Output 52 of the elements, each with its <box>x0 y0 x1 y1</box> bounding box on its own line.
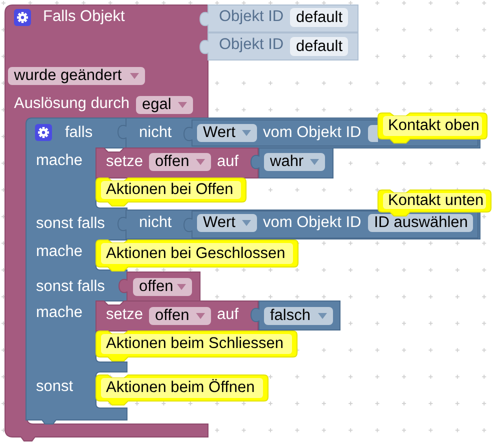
text-input: default <box>290 37 348 56</box>
set-variable-block <box>96 148 258 178</box>
block-label: setze <box>106 306 144 324</box>
boolean-block <box>251 301 340 330</box>
comment-field: Aktionen bei Geschlossen <box>101 243 293 264</box>
object-id-field <box>368 125 378 142</box>
dropdown: wurde geändert <box>8 67 145 85</box>
comment-field: Aktionen bei Offen <box>101 181 241 199</box>
dropdown: offen <box>149 153 211 171</box>
object-id-block <box>200 5 358 32</box>
dropdown: wahr <box>264 153 325 171</box>
dropdown: offen <box>133 278 192 296</box>
object-id-block <box>200 33 358 60</box>
boolean-block <box>251 148 333 178</box>
block-label: mache <box>36 304 83 322</box>
block-label: auf <box>217 306 239 324</box>
block-label: setze <box>106 153 144 171</box>
block-label: nicht <box>139 124 172 142</box>
block-label: sonst <box>36 378 74 396</box>
comment-block <box>96 178 246 206</box>
dropdown: Wert <box>197 124 257 142</box>
block-label: mache <box>36 152 83 170</box>
comment-block <box>96 240 298 271</box>
comment-field: Kontakt oben <box>383 116 482 136</box>
object-id-field: ID auswählen <box>368 214 473 232</box>
comment-field: Kontakt unten <box>383 193 486 209</box>
get-value-block <box>184 211 478 238</box>
comment-field: Aktionen beim Öffnen <box>101 378 263 398</box>
block-label: sonst falls <box>36 278 105 296</box>
block-label: vom Objekt ID <box>263 214 362 232</box>
not-block <box>118 210 480 239</box>
dropdown: offen <box>149 307 211 325</box>
block-label: vom Objekt ID <box>263 124 362 142</box>
dropdown: Wert <box>197 214 257 232</box>
variable-block <box>119 272 200 301</box>
block-label: auf <box>217 153 239 171</box>
block-label: Objekt ID <box>219 8 284 26</box>
dropdown: falsch <box>264 307 333 325</box>
set-variable-block <box>96 301 258 331</box>
block-label: nicht <box>139 214 172 232</box>
comment-block <box>378 113 487 143</box>
block-label: falls <box>65 124 93 142</box>
block-label: Auslösung durch <box>14 95 130 113</box>
text-input: default <box>290 8 348 27</box>
comment-field: Aktionen beim Schliessen <box>101 334 292 354</box>
block-label: Falls Objekt <box>43 8 125 26</box>
block-label: mache <box>36 243 83 261</box>
dropdown: egal <box>136 96 193 114</box>
comment-block <box>96 375 268 405</box>
block-label: Objekt ID <box>219 36 284 54</box>
block-label: sonst falls <box>36 215 105 233</box>
comment-block <box>96 331 297 361</box>
